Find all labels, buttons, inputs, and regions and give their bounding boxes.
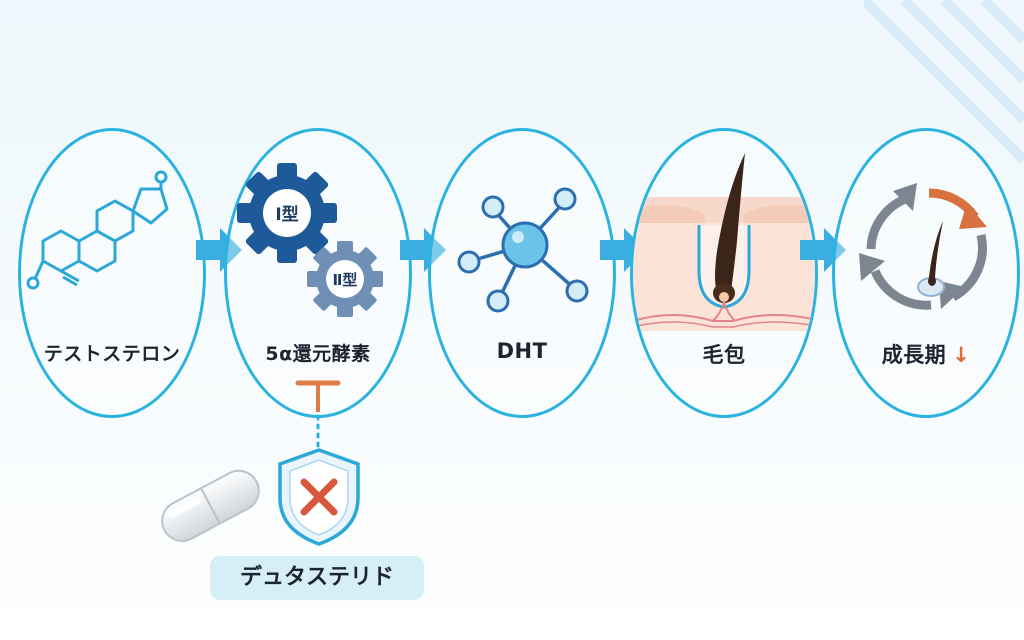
testosterone-molecule-icon [26,170,169,290]
corner-stripes-decoration [864,0,1024,164]
gear-label-type1: Ⅰ型 [275,204,298,225]
step-label: 5α還元酵素 [265,343,371,365]
capsule-icon [161,469,260,542]
step-testosterone: テストステロン [18,128,206,418]
gear-label-type2: Ⅱ型 [333,271,358,289]
shield-block-icon [278,448,360,546]
step-label: テストステロン [43,343,181,365]
step-hair-follicle: 毛包 [630,128,818,418]
inhibitor-label: デュタステリド [210,556,424,600]
step-dht: DHT [428,128,616,418]
step-5a-reductase: Ⅰ型 Ⅱ型 5α還元酵素 [224,128,412,418]
down-arrow-icon: ↓ [952,343,971,367]
step-label: 成長期↓ [835,339,1017,369]
hair-follicle-icon [633,153,815,331]
enzyme-gears-icon: Ⅰ型 Ⅱ型 [237,163,383,317]
step-anagen-phase: 成長期↓ [832,128,1020,418]
step-label: 毛包 [702,343,746,367]
step-label-text: 成長期 [881,343,947,367]
hair-cycle-icon [859,183,987,310]
step-label: DHT [496,339,548,363]
dht-molecule-icon [457,187,589,313]
